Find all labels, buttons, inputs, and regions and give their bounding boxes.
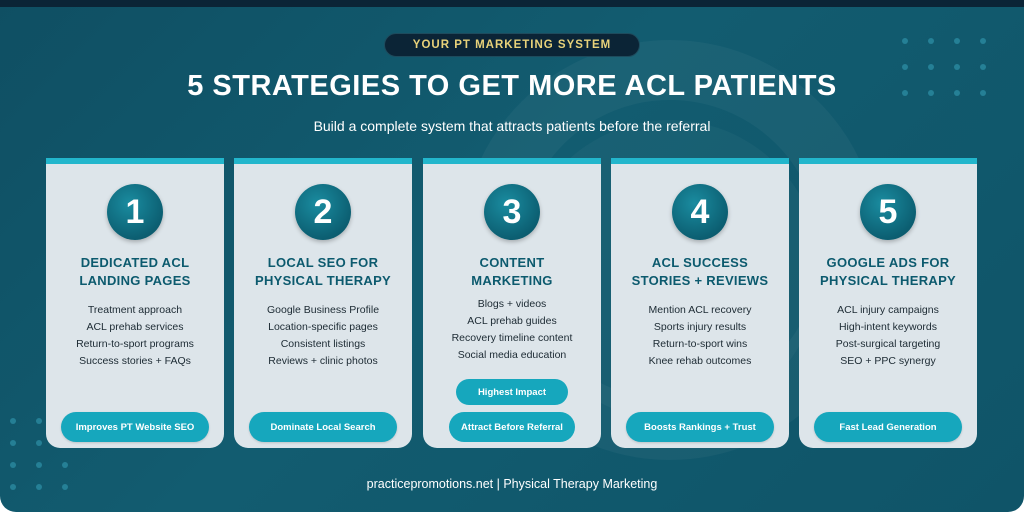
step-number-badge: 5 bbox=[860, 184, 916, 240]
card-title-line: MARKETING bbox=[471, 273, 553, 288]
list-item: Recovery timeline content bbox=[451, 332, 573, 344]
list-item: Return-to-sport programs bbox=[76, 338, 194, 350]
list-item: Return-to-sport wins bbox=[652, 338, 748, 350]
header-tag: YOUR PT MARKETING SYSTEM bbox=[384, 33, 640, 57]
card-title-line: STORIES + REVIEWS bbox=[631, 273, 769, 288]
list-item: ACL prehab services bbox=[86, 321, 184, 333]
strategy-card-3: 3 CONTENT MARKETING Blogs + videos ACL p… bbox=[423, 158, 601, 448]
step-number-badge: 2 bbox=[295, 184, 351, 240]
list-item: ACL prehab guides bbox=[467, 315, 557, 327]
card-item-list: Treatment approach ACL prehab services R… bbox=[76, 302, 194, 370]
strategy-card-1: 1 DEDICATED ACL LANDING PAGES Treatment … bbox=[46, 158, 224, 448]
card-title: LOCAL SEO FOR PHYSICAL THERAPY bbox=[255, 254, 391, 290]
card-title: CONTENT MARKETING bbox=[471, 254, 552, 290]
decorative-dots-top-right bbox=[902, 38, 986, 96]
card-item-list: ACL injury campaigns High-intent keyword… bbox=[836, 302, 940, 370]
card-outcome-button[interactable]: Boosts Rankings + Trust bbox=[626, 412, 774, 442]
list-item: Blogs + videos bbox=[477, 298, 547, 310]
card-item-list: Blogs + videos ACL prehab guides Recover… bbox=[452, 296, 573, 364]
footer-link[interactable]: practicepromotions.net | Physical Therap… bbox=[366, 477, 658, 491]
card-title-line: ACL SUCCESS bbox=[651, 255, 749, 270]
step-number-badge: 4 bbox=[672, 184, 728, 240]
card-outcome-button[interactable]: Fast Lead Generation bbox=[814, 412, 962, 442]
page-subtitle: Build a complete system that attracts pa… bbox=[313, 118, 711, 134]
card-title-line: LOCAL SEO FOR bbox=[267, 255, 379, 270]
highest-impact-badge[interactable]: Highest Impact bbox=[456, 379, 568, 405]
step-number-badge: 1 bbox=[107, 184, 163, 240]
card-outcome-button[interactable]: Dominate Local Search bbox=[249, 412, 397, 442]
list-item: SEO + PPC synergy bbox=[840, 355, 936, 367]
strategy-card-5: 5 GOOGLE ADS FOR PHYSICAL THERAPY ACL in… bbox=[799, 158, 977, 448]
list-item: Reviews + clinic photos bbox=[268, 355, 378, 367]
card-item-list: Mention ACL recovery Sports injury resul… bbox=[649, 302, 752, 370]
list-item: Treatment approach bbox=[87, 304, 183, 316]
step-number-badge: 3 bbox=[484, 184, 540, 240]
card-title-line: GOOGLE ADS FOR bbox=[826, 255, 950, 270]
list-item: Mention ACL recovery bbox=[648, 304, 752, 316]
strategy-card-4: 4 ACL SUCCESS STORIES + REVIEWS Mention … bbox=[611, 158, 789, 448]
list-item: Knee rehab outcomes bbox=[648, 355, 752, 367]
card-outcome-button[interactable]: Improves PT Website SEO bbox=[61, 412, 209, 442]
list-item: Google Business Profile bbox=[266, 304, 380, 316]
list-item: High-intent keywords bbox=[838, 321, 938, 333]
card-title: DEDICATED ACL LANDING PAGES bbox=[79, 254, 190, 290]
card-title-line: PHYSICAL THERAPY bbox=[819, 273, 957, 288]
list-item: Consistent listings bbox=[280, 338, 366, 350]
card-title: ACL SUCCESS STORIES + REVIEWS bbox=[632, 254, 769, 290]
page-title: 5 STRATEGIES TO GET MORE ACL PATIENTS bbox=[187, 70, 837, 102]
card-title-line: CONTENT bbox=[479, 255, 545, 270]
card-title-line: PHYSICAL THERAPY bbox=[254, 273, 392, 288]
card-outcome-button[interactable]: Attract Before Referral bbox=[449, 412, 575, 442]
card-title-line: DEDICATED ACL bbox=[80, 255, 190, 270]
list-item: Sports injury results bbox=[653, 321, 747, 333]
top-bar bbox=[0, 0, 1024, 7]
card-title-line: LANDING PAGES bbox=[79, 273, 191, 288]
list-item: Social media education bbox=[457, 349, 567, 361]
card-title: GOOGLE ADS FOR PHYSICAL THERAPY bbox=[820, 254, 956, 290]
card-item-list: Google Business Profile Location-specifi… bbox=[267, 302, 379, 370]
strategy-card-2: 2 LOCAL SEO FOR PHYSICAL THERAPY Google … bbox=[234, 158, 412, 448]
list-item: Location-specific pages bbox=[268, 321, 378, 333]
list-item: ACL injury campaigns bbox=[837, 304, 939, 316]
list-item: Success stories + FAQs bbox=[79, 355, 191, 367]
list-item: Post-surgical targeting bbox=[835, 338, 941, 350]
